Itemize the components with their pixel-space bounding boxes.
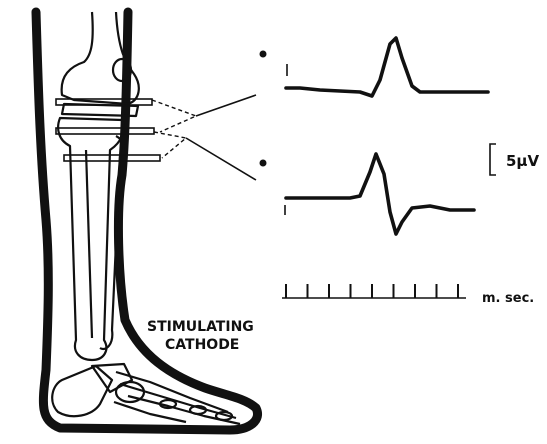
electrode-leads: [152, 95, 256, 180]
upper-trace: [260, 38, 489, 96]
cathode-label: STIMULATING CATHODE: [147, 319, 254, 353]
voltage-scale-label: 5μV: [506, 152, 539, 170]
time-scale: m. sec.: [282, 284, 534, 306]
electrode-bars: [56, 99, 160, 161]
time-scale-label: m. sec.: [482, 291, 534, 306]
cathode-label-line1: STIMULATING: [147, 319, 254, 335]
time-scale-ticks: [286, 284, 458, 298]
voltage-scale-bar: 5μV: [490, 144, 539, 175]
cathode-label-line2: CATHODE: [165, 337, 239, 353]
lower-trace: [260, 154, 475, 234]
leg-outline: [36, 12, 258, 430]
upper-trace-dot: [260, 51, 267, 58]
lower-trace-dot: [260, 160, 267, 167]
